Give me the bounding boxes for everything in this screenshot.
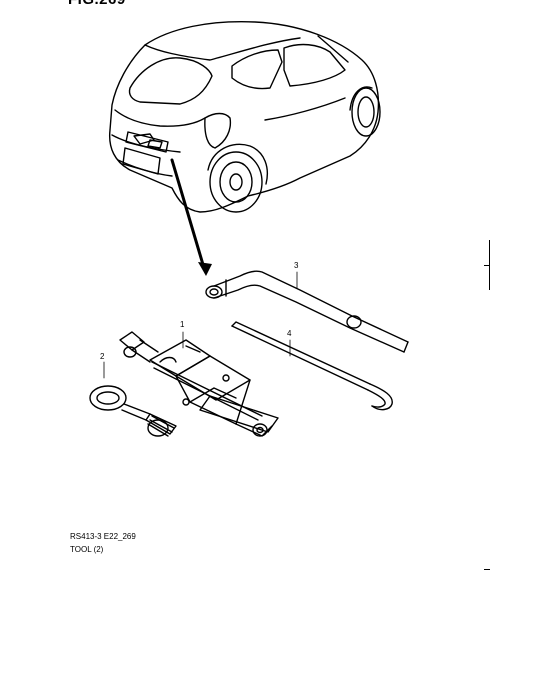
callout-1: 1 [180, 320, 185, 329]
location-pointer [170, 158, 206, 270]
wheel-brace-illustration [205, 270, 409, 353]
callout-4: 4 [287, 329, 292, 338]
reference-code: RS413-3 E22_269 [70, 532, 136, 541]
car-illustration [108, 21, 381, 213]
edge-mark-horizontal [484, 265, 490, 266]
tow-hook-illustration [89, 385, 177, 437]
jack-illustration [119, 331, 279, 437]
callout-leaders [103, 271, 298, 379]
figure-title: FIG.269 [68, 0, 126, 8]
callout-3: 3 [294, 261, 299, 270]
part-group-name: TOOL (2) [70, 545, 104, 554]
pointer-arrowhead [198, 262, 212, 276]
edge-mark-small [484, 569, 490, 570]
jack-handle-illustration [231, 321, 393, 411]
callout-2: 2 [100, 352, 105, 361]
